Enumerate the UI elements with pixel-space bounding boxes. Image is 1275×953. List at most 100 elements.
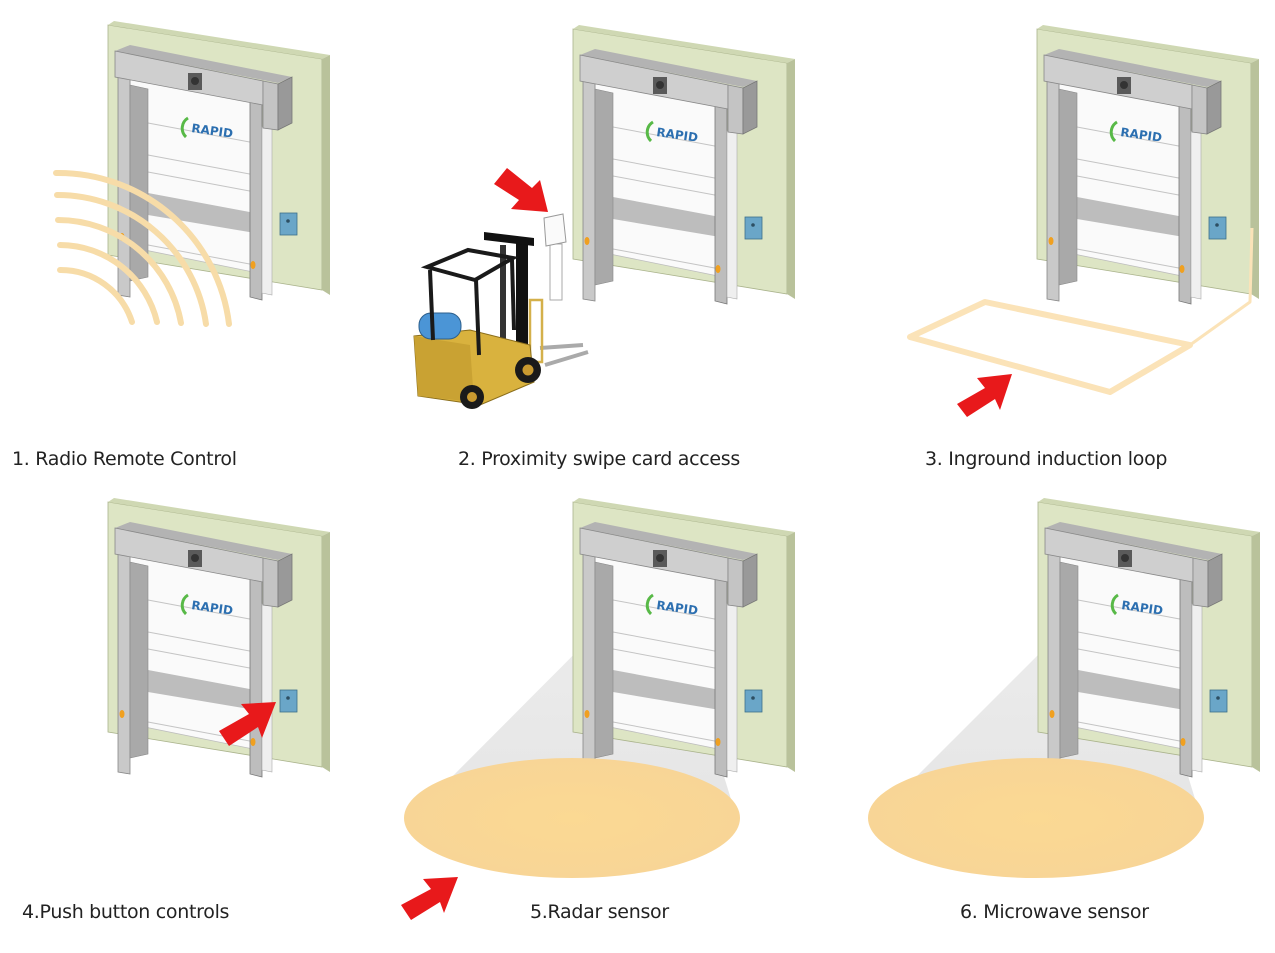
wall-edge [1038, 498, 1260, 536]
right-side-frame [261, 603, 273, 773]
induction-loop-wire [1189, 227, 1254, 347]
right-post [249, 576, 263, 778]
curtain-line [612, 126, 721, 148]
push-button-icon [286, 219, 290, 223]
header-top [1045, 522, 1222, 560]
panel-label-radio-remote: 1. Radio Remote Control [12, 448, 237, 470]
radio-wave [53, 169, 232, 327]
warning-light-right [1180, 738, 1186, 746]
push-button-control-box [744, 216, 763, 240]
sensor-lens-icon [1121, 554, 1129, 562]
push-button-icon [1216, 696, 1220, 700]
left-inner-post [594, 88, 614, 286]
red-arrow-icon [401, 877, 458, 920]
forklift-carriage [528, 298, 544, 364]
panel-label-swipe-card: 2. Proximity swipe card access [458, 448, 740, 470]
motor-box-front [262, 557, 279, 608]
right-side-frame [1191, 603, 1203, 773]
rapid-logo: RAPID [645, 593, 699, 618]
curtain-vision-band [1077, 197, 1184, 237]
push-button-control-box [744, 689, 763, 713]
warning-light-right [250, 738, 256, 746]
swipe-card-reader [543, 213, 567, 301]
wall-side [1252, 532, 1260, 772]
right-side-frame [1190, 130, 1202, 300]
left-post [582, 551, 596, 775]
warning-light-left [1048, 237, 1054, 245]
logo-swoosh-icon [645, 120, 654, 143]
left-inner-post [1059, 561, 1079, 759]
red-arrow-icon [494, 168, 548, 212]
curtain-vision-band [148, 193, 255, 233]
curtain-line [612, 599, 721, 621]
curtain-line [612, 631, 721, 653]
warning-light-left [584, 237, 590, 245]
curtain-vision-band [1078, 670, 1185, 710]
motor-box-front [727, 84, 744, 135]
push-button-control-box [1209, 689, 1228, 713]
left-inner-post [594, 561, 614, 759]
rapid-logo: RAPID [1109, 120, 1163, 145]
curtain-line [1076, 248, 1185, 270]
warning-light-right [715, 265, 721, 273]
right-side-frame [726, 603, 738, 773]
curtain-line [147, 648, 256, 670]
forklift-gas-tank [418, 312, 462, 340]
forklift-fork [544, 350, 589, 367]
push-button-control-box [1208, 216, 1227, 240]
logo-text: RAPID [1121, 598, 1164, 618]
curtain [594, 80, 724, 278]
logo-swoosh-icon [180, 116, 189, 139]
push-button-icon [286, 696, 290, 700]
warning-light-left [119, 710, 125, 718]
warning-light-right [715, 738, 721, 746]
rapid-logo: RAPID [645, 120, 699, 145]
induction-loop-outline [907, 299, 1193, 395]
curtain [1058, 80, 1188, 278]
logo-text: RAPID [191, 598, 234, 618]
left-post [117, 551, 131, 775]
wall-edge [1037, 25, 1259, 63]
left-inner-post [1058, 88, 1078, 286]
curtain-line [612, 158, 721, 180]
motor-box-side [742, 80, 758, 135]
left-post [1046, 78, 1060, 302]
microwave-detection-zone [868, 758, 1204, 878]
rapid-roll-door: RAPID [107, 498, 330, 778]
logo-swoosh-icon [1110, 593, 1119, 616]
forklift-wheel-hub [467, 392, 477, 402]
curtain-line [1076, 126, 1185, 148]
logo-swoosh-icon [1109, 120, 1118, 143]
forklift-body-front [414, 336, 474, 402]
sensor-lens-icon [656, 81, 664, 89]
radio-wave [54, 191, 209, 327]
curtain-line [612, 648, 721, 670]
curtain-line [1077, 721, 1186, 743]
forklift-mast-top [484, 232, 534, 246]
left-post [582, 78, 596, 302]
curtain-line [1077, 631, 1186, 653]
logo-swoosh-icon [645, 593, 654, 616]
forklift-roof [420, 247, 519, 283]
curtain [594, 553, 724, 751]
sensor-lens-icon [191, 77, 199, 85]
curtain-line [147, 154, 256, 176]
motor-box-front [262, 80, 279, 131]
right-post [714, 103, 728, 305]
logo-swoosh-icon [180, 593, 189, 616]
wall-side [787, 532, 795, 772]
right-post [1178, 103, 1192, 305]
logo-text: RAPID [1120, 125, 1163, 145]
wall-edge [573, 498, 795, 536]
forklift-fork [539, 343, 584, 350]
curtain-vision-band [148, 670, 255, 710]
sensor-lens-icon [656, 554, 664, 562]
panel-label-microwave: 6. Microwave sensor [960, 901, 1149, 923]
logo-text: RAPID [191, 121, 234, 141]
curtain-line [612, 175, 721, 197]
rapid-logo: RAPID [180, 593, 234, 618]
rapid-logo: RAPID [1110, 593, 1164, 618]
forklift-mast [516, 238, 528, 366]
push-button-control-box [279, 689, 298, 713]
wall-edge [108, 498, 330, 536]
